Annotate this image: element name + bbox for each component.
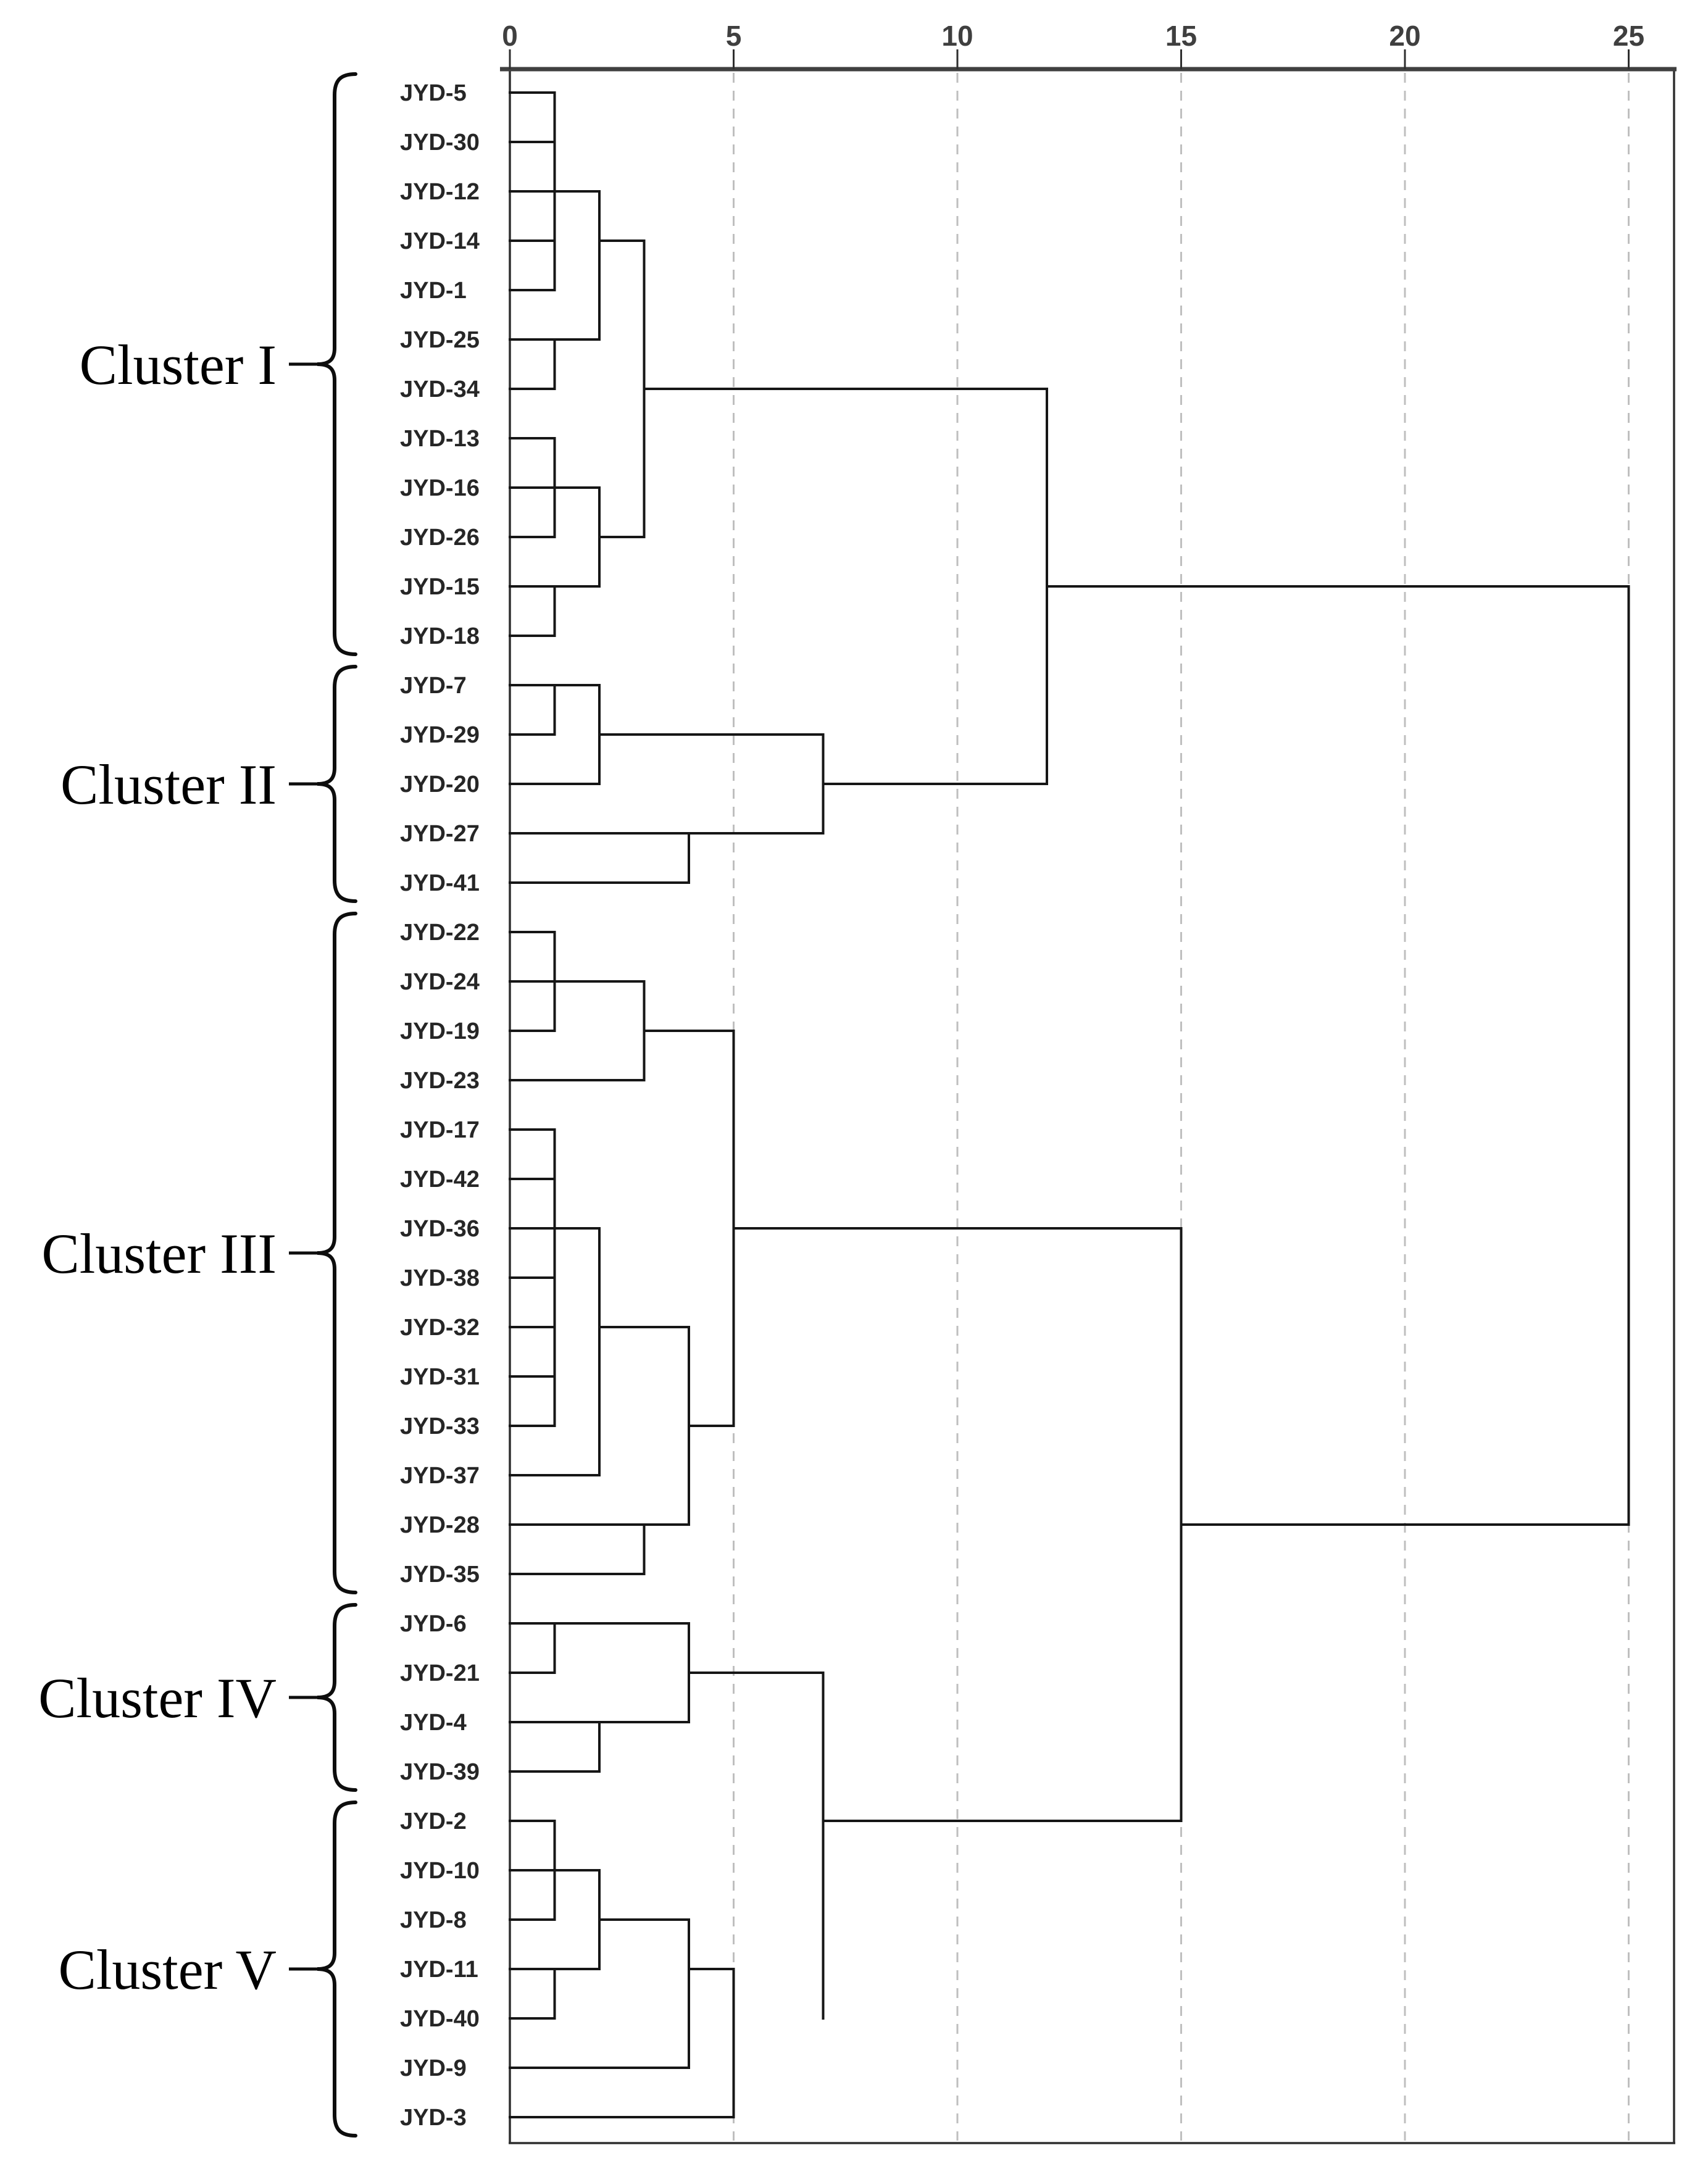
- leaf-label: JYD-36: [400, 1216, 480, 1242]
- axis-tick-label: 25: [1613, 20, 1644, 52]
- leaf-label: JYD-16: [400, 475, 480, 501]
- leaf-label: JYD-3: [400, 2105, 467, 2131]
- leaf-label: JYD-29: [400, 722, 480, 748]
- leaf-label: JYD-11: [400, 1957, 478, 1983]
- leaf-label: JYD-25: [400, 327, 480, 353]
- axis-tick-label: 20: [1389, 20, 1420, 52]
- leaf-label: JYD-4: [400, 1710, 467, 1736]
- leaf-label: JYD-35: [400, 1562, 480, 1588]
- leaf-label: JYD-34: [400, 377, 480, 402]
- leaf-label: JYD-1: [400, 278, 467, 304]
- leaf-label: JYD-2: [400, 1809, 467, 1834]
- leaf-label: JYD-6: [400, 1611, 467, 1637]
- leaf-label: JYD-32: [400, 1315, 480, 1341]
- leaf-label: JYD-20: [400, 772, 480, 797]
- leaf-label: JYD-13: [400, 426, 480, 452]
- cluster-label: Cluster IV: [38, 1667, 277, 1730]
- leaf-label: JYD-14: [400, 228, 480, 254]
- cluster-label: Cluster III: [41, 1222, 277, 1285]
- leaf-label: JYD-8: [400, 1907, 467, 1933]
- leaf-label: JYD-12: [400, 179, 480, 205]
- leaf-label: JYD-9: [400, 2055, 467, 2081]
- leaf-label: JYD-5: [400, 80, 467, 106]
- leaf-label: JYD-42: [400, 1167, 480, 1193]
- axis-tick-label: 5: [726, 20, 742, 52]
- leaf-label: JYD-28: [400, 1512, 480, 1538]
- leaf-label: JYD-17: [400, 1117, 480, 1143]
- leaf-label: JYD-21: [400, 1660, 480, 1686]
- leaf-label: JYD-41: [400, 870, 480, 896]
- leaf-label: JYD-7: [400, 673, 467, 699]
- leaf-label: JYD-10: [400, 1858, 480, 1884]
- axis-tick-label: 10: [941, 20, 973, 52]
- leaf-label: JYD-38: [400, 1265, 480, 1291]
- leaf-label: JYD-39: [400, 1759, 480, 1785]
- leaf-label: JYD-18: [400, 623, 480, 649]
- leaf-label: JYD-40: [400, 2006, 480, 2032]
- leaf-label: JYD-15: [400, 574, 480, 600]
- axis-tick-label: 0: [502, 20, 518, 52]
- cluster-label: Cluster II: [60, 753, 277, 816]
- leaf-label: JYD-31: [400, 1364, 480, 1390]
- cluster-label: Cluster V: [58, 1938, 277, 2001]
- leaf-label: JYD-27: [400, 821, 480, 847]
- leaf-label: JYD-24: [400, 969, 480, 995]
- leaf-label: JYD-33: [400, 1413, 480, 1439]
- leaf-label: JYD-22: [400, 920, 480, 946]
- leaf-label: JYD-26: [400, 525, 480, 551]
- leaf-label: JYD-37: [400, 1463, 480, 1489]
- cluster-label: Cluster I: [80, 333, 277, 396]
- leaf-label: JYD-30: [400, 130, 480, 156]
- axis-tick-label: 15: [1165, 20, 1197, 52]
- leaf-label: JYD-23: [400, 1068, 480, 1094]
- leaf-label: JYD-19: [400, 1018, 480, 1044]
